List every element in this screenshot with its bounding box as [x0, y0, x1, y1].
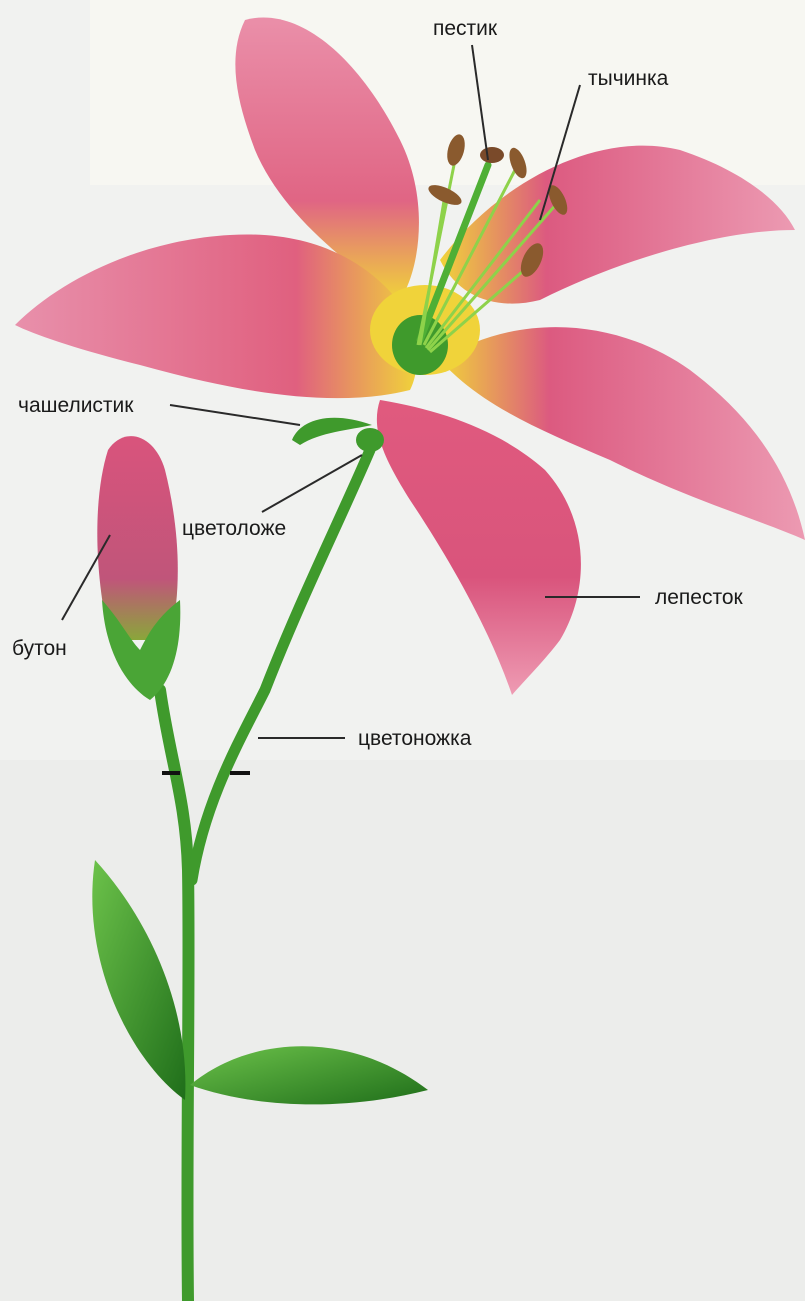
label-bud: бутон	[12, 637, 67, 660]
stigma	[480, 147, 504, 163]
label-receptacle: цветоложе	[182, 517, 286, 540]
background-patch-bottom	[0, 760, 805, 1301]
label-petal: лепесток	[655, 586, 744, 609]
receptacle	[356, 428, 384, 452]
label-pedicel: цветоножка	[358, 727, 472, 750]
label-sepal: чашелистик	[18, 394, 134, 417]
label-stamen: тычинка	[588, 67, 669, 90]
label-pistil: пестик	[433, 17, 498, 40]
